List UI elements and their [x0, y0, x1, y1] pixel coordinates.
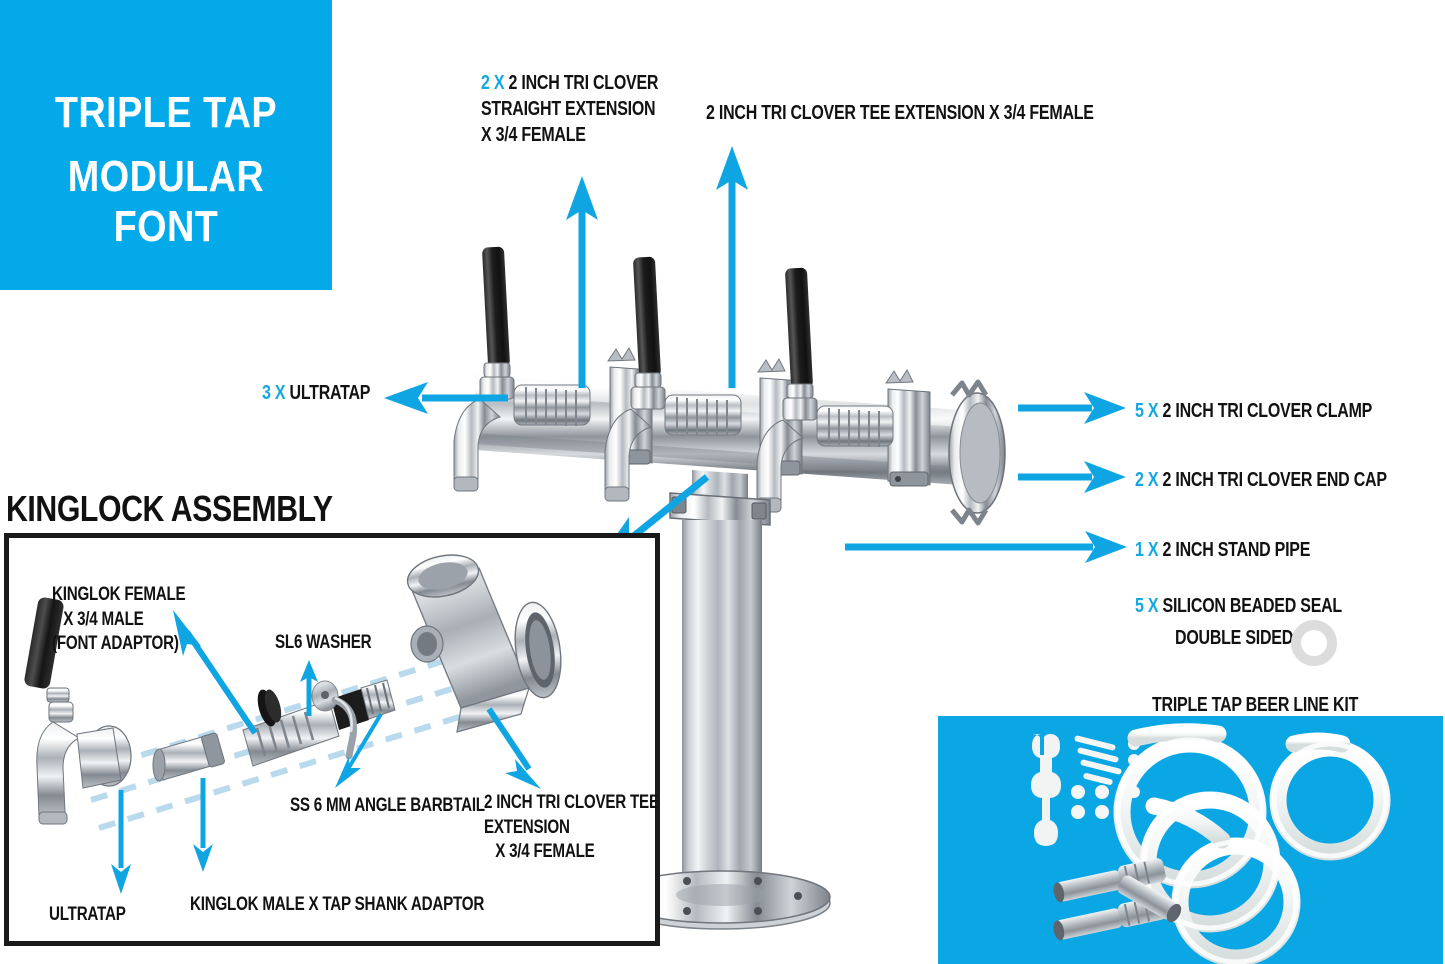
- callout-straight-extension-line1: 2 X 2 INCH TRI CLOVER: [481, 70, 658, 96]
- kinglock-font-adaptor-line1: KINGLOK FEMALE: [52, 584, 186, 605]
- arrow-kinglock-barbtail: [329, 710, 389, 790]
- kinglock-assembly-box: KINGLOK FEMALE X 3/4 MALE (FONT ADAPTOR)…: [4, 533, 660, 946]
- callout-stand-pipe-qty: 1 X: [1135, 539, 1159, 561]
- seal-ring-icon: [1291, 620, 1337, 666]
- arrow-kinglock-shank-adaptor: [191, 778, 215, 878]
- beer-line-kit-box: [938, 716, 1443, 964]
- callout-stand-pipe: 1 X 2 INCH STAND PIPE: [1135, 537, 1310, 563]
- title-line-1: TRIPLE TAP: [54, 88, 278, 137]
- arrow-kinglock-tee-extension: [479, 703, 549, 793]
- tap-1: [453, 246, 591, 492]
- kinglock-tee-line3: X 3/4 FEMALE: [495, 841, 595, 863]
- callout-straight-extension-text1: 2 INCH TRI CLOVER: [508, 72, 659, 94]
- barbtail-connectors: [1053, 858, 1182, 941]
- callout-straight-extension-line3: X 3/4 FEMALE: [481, 124, 586, 146]
- kinglock-assembly-heading: KINGLOCK ASSEMBLY: [6, 488, 333, 529]
- arrow-kinglock-font-adaptor: [157, 598, 267, 743]
- callout-end-cap: 2 X 2 INCH TRI CLOVER END CAP: [1135, 467, 1387, 493]
- ss-angle-barbtail: [311, 680, 358, 760]
- callout-end-cap-text: 2 INCH TRI CLOVER END CAP: [1162, 469, 1387, 491]
- callout-silicon-seal-text1: SILICON BEADED SEAL: [1162, 595, 1343, 617]
- callout-beer-line-kit: TRIPLE TAP BEER LINE KIT: [1152, 694, 1359, 716]
- title-line-2: MODULAR FONT: [67, 152, 265, 251]
- kinglock-label-ultratap: ULTRATAP: [49, 904, 126, 925]
- tap-2: [604, 256, 742, 502]
- arrow-left-ultratap: [378, 378, 508, 418]
- arrow-kinglock-ultratap: [109, 790, 133, 900]
- base-flange: [613, 870, 831, 930]
- kinglock-label-barbtail: SS 6 MM ANGLE BARBTAIL: [290, 795, 485, 816]
- callout-silicon-seal-line2: DOUBLE SIDED: [1175, 627, 1294, 649]
- callout-silicon-seal-qty: 5 X: [1135, 595, 1159, 617]
- arrow-right-end-cap: [1018, 459, 1130, 495]
- callout-straight-extension-line2: STRAIGHT EXTENSION: [481, 98, 656, 120]
- kinglock-tee-line2: EXTENSION: [484, 816, 570, 838]
- kinglock-label-washer: SL6 WASHER: [275, 632, 372, 653]
- triple-tap-tower-photo: [440, 235, 1060, 935]
- kinglock-font-adaptor-line2: X 3/4 MALE: [63, 608, 144, 630]
- kinglock-label-font-adaptor: KINGLOK FEMALE X 3/4 MALE (FONT ADAPTOR): [52, 583, 186, 657]
- kinglock-exploded-illustration: [24, 554, 562, 831]
- arrow-kinglock-washer: [297, 658, 321, 716]
- kinglock-font-adaptor-line3: (FONT ADAPTOR): [52, 633, 179, 655]
- kinglock-tee-line1: 2 INCH TRI CLOVER TEE: [484, 792, 659, 813]
- ultratap-faucet: [24, 597, 132, 825]
- sl6-washer: [257, 689, 282, 727]
- arrow-up-tee-extension: [712, 138, 752, 388]
- title-block: TRIPLE TAP MODULAR FONT: [0, 0, 332, 290]
- callout-clamp-qty: 5 X: [1135, 400, 1159, 422]
- callout-ultratap-main-text: ULTRATAP: [289, 382, 371, 404]
- kinglok-male-shank-adaptor: [152, 732, 225, 782]
- callout-ultratap-main: 3 X ULTRATAP: [262, 380, 370, 406]
- tri-clover-end-cap: [948, 379, 1006, 526]
- beer-line-kit-illustration: [1031, 723, 1391, 964]
- tower-illustration: [453, 246, 1006, 930]
- arrow-right-clamp: [1018, 390, 1130, 426]
- tri-clover-tee-extension: [406, 554, 562, 733]
- callout-ultratap-main-qty: 3 X: [262, 382, 286, 404]
- callout-clamp-text: 2 INCH TRI CLOVER CLAMP: [1162, 400, 1373, 422]
- stand-pipe: [682, 520, 762, 895]
- arrow-up-straight-extension: [562, 168, 602, 388]
- callout-silicon-seal-line1: 5 X SILICON BEADED SEAL: [1135, 593, 1342, 619]
- kinglock-label-shank-adaptor: KINGLOK MALE X TAP SHANK ADAPTOR: [190, 894, 485, 915]
- kinglock-label-tee-extension: 2 INCH TRI CLOVER TEE EXTENSION X 3/4 FE…: [484, 791, 659, 865]
- callout-clamp: 5 X 2 INCH TRI CLOVER CLAMP: [1135, 398, 1372, 424]
- callout-straight-extension-qty: 2 X: [481, 72, 505, 94]
- spanner-tool: [1031, 734, 1061, 846]
- callout-straight-extension: 2 X 2 INCH TRI CLOVER STRAIGHT EXTENSION…: [481, 70, 658, 148]
- arrow-right-stand-pipe: [845, 529, 1130, 565]
- callout-end-cap-qty: 2 X: [1135, 469, 1159, 491]
- callout-tee-extension-top: 2 INCH TRI CLOVER TEE EXTENSION X 3/4 FE…: [706, 102, 1094, 124]
- callout-stand-pipe-text: 2 INCH STAND PIPE: [1162, 539, 1311, 561]
